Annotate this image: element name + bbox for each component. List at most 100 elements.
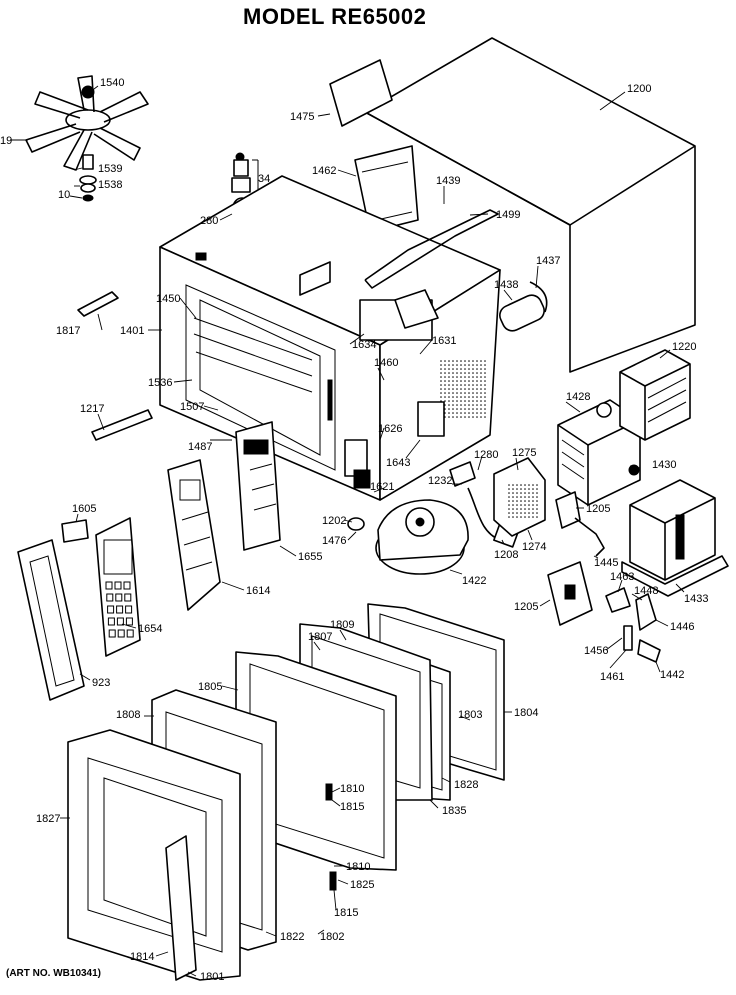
label-1822: 1822 xyxy=(280,931,304,943)
label-1801: 1801 xyxy=(200,971,224,983)
label-1445: 1445 xyxy=(594,557,618,569)
label-1499: 1499 xyxy=(496,209,520,221)
label-1803: 1803 xyxy=(458,709,482,721)
support-bracket xyxy=(364,209,499,289)
interlock-switches xyxy=(547,491,661,663)
label-1456: 1456 xyxy=(584,645,608,657)
label-10: 10 xyxy=(58,189,70,201)
label-1428: 1428 xyxy=(566,391,590,403)
leader-lines xyxy=(10,85,685,977)
keypad-key xyxy=(125,617,133,626)
label-923: 923 xyxy=(92,677,110,689)
label-1538: 1538 xyxy=(98,179,122,191)
oven-cavity xyxy=(159,175,501,501)
label-1217: 1217 xyxy=(80,403,104,415)
label-1540: 1540 xyxy=(100,77,124,89)
label-1643: 1643 xyxy=(386,457,410,469)
label-1634: 1634 xyxy=(352,339,376,351)
keypad-key xyxy=(116,605,124,614)
label-1539: 1539 xyxy=(98,163,122,175)
keypad-key xyxy=(124,593,132,602)
label-1804: 1804 xyxy=(514,707,538,719)
control-board-1655 xyxy=(235,421,281,551)
label-1605: 1605 xyxy=(72,503,96,515)
label-1437: 1437 xyxy=(536,255,560,267)
label-1507: 1507 xyxy=(180,401,204,413)
keypad-key xyxy=(108,629,116,638)
keypad-key xyxy=(105,581,113,590)
label-1401: 1401 xyxy=(120,325,144,337)
label-1808: 1808 xyxy=(116,709,140,721)
label-1817: 1817 xyxy=(56,325,80,337)
label-34: 34 xyxy=(258,173,270,185)
door-front-1827 xyxy=(67,729,241,981)
label-1232: 1232 xyxy=(428,475,452,487)
keypad-key xyxy=(107,617,115,626)
label-1476: 1476 xyxy=(322,535,346,547)
air-duct xyxy=(619,349,691,441)
label-1463: 1463 xyxy=(610,571,634,583)
label-1448: 1448 xyxy=(634,585,658,597)
keypad-key xyxy=(115,593,123,602)
label-1631: 1631 xyxy=(432,335,456,347)
label-1430: 1430 xyxy=(652,459,676,471)
label-1433: 1433 xyxy=(684,593,708,605)
keypad-key xyxy=(125,605,133,614)
label-1200: 1200 xyxy=(627,83,651,95)
terminal-board xyxy=(493,457,546,537)
waveguide xyxy=(354,145,419,233)
part-labels: 1200 1475 1540 19 1539 1538 10 34 280 14… xyxy=(0,77,708,983)
label-1461: 1461 xyxy=(600,671,624,683)
label-1446: 1446 xyxy=(670,621,694,633)
label-1810b: 1810 xyxy=(346,861,370,873)
label-1810a: 1810 xyxy=(340,783,364,795)
keypad-key xyxy=(116,617,124,626)
capacitor xyxy=(499,281,548,332)
keypad-key xyxy=(126,629,134,638)
label-1202: 1202 xyxy=(322,515,346,527)
label-1626: 1626 xyxy=(378,423,402,435)
keypad-key xyxy=(107,605,115,614)
stirrer-fan xyxy=(25,75,149,202)
label-1655: 1655 xyxy=(298,551,322,563)
label-1275: 1275 xyxy=(512,447,536,459)
bracket-1817 xyxy=(77,291,119,317)
control-board-1614 xyxy=(167,459,221,611)
label-1439: 1439 xyxy=(436,175,460,187)
label-1462: 1462 xyxy=(312,165,336,177)
label-1807: 1807 xyxy=(308,631,332,643)
label-1825: 1825 xyxy=(350,879,374,891)
bracket-1217 xyxy=(91,409,153,441)
label-1802: 1802 xyxy=(320,931,344,943)
label-1828: 1828 xyxy=(454,779,478,791)
label-1815a: 1815 xyxy=(340,801,364,813)
model-title: MODEL RE65002 xyxy=(243,4,427,29)
art-number: (ART NO. WB10341) xyxy=(6,968,102,979)
label-1450: 1450 xyxy=(156,293,180,305)
door-handle xyxy=(165,835,197,981)
label-19: 19 xyxy=(0,135,12,147)
label-1621: 1621 xyxy=(370,481,394,493)
transformer xyxy=(621,479,729,597)
nameplate xyxy=(61,519,89,543)
label-1805: 1805 xyxy=(198,681,222,693)
keypad-key xyxy=(123,581,131,590)
label-1220: 1220 xyxy=(672,341,696,353)
label-1274: 1274 xyxy=(522,541,546,553)
label-1827: 1827 xyxy=(36,813,60,825)
keypad-key xyxy=(106,593,114,602)
label-1442: 1442 xyxy=(660,669,684,681)
label-1814: 1814 xyxy=(130,951,154,963)
keypad-faceplate xyxy=(95,517,141,657)
label-1614: 1614 xyxy=(246,585,270,597)
cover-plate xyxy=(329,59,393,127)
label-1422: 1422 xyxy=(462,575,486,587)
label-1475: 1475 xyxy=(290,111,314,123)
label-1487: 1487 xyxy=(188,441,212,453)
label-280: 280 xyxy=(200,215,218,227)
label-1536: 1536 xyxy=(148,377,172,389)
label-1438: 1438 xyxy=(494,279,518,291)
label-1460: 1460 xyxy=(374,357,398,369)
